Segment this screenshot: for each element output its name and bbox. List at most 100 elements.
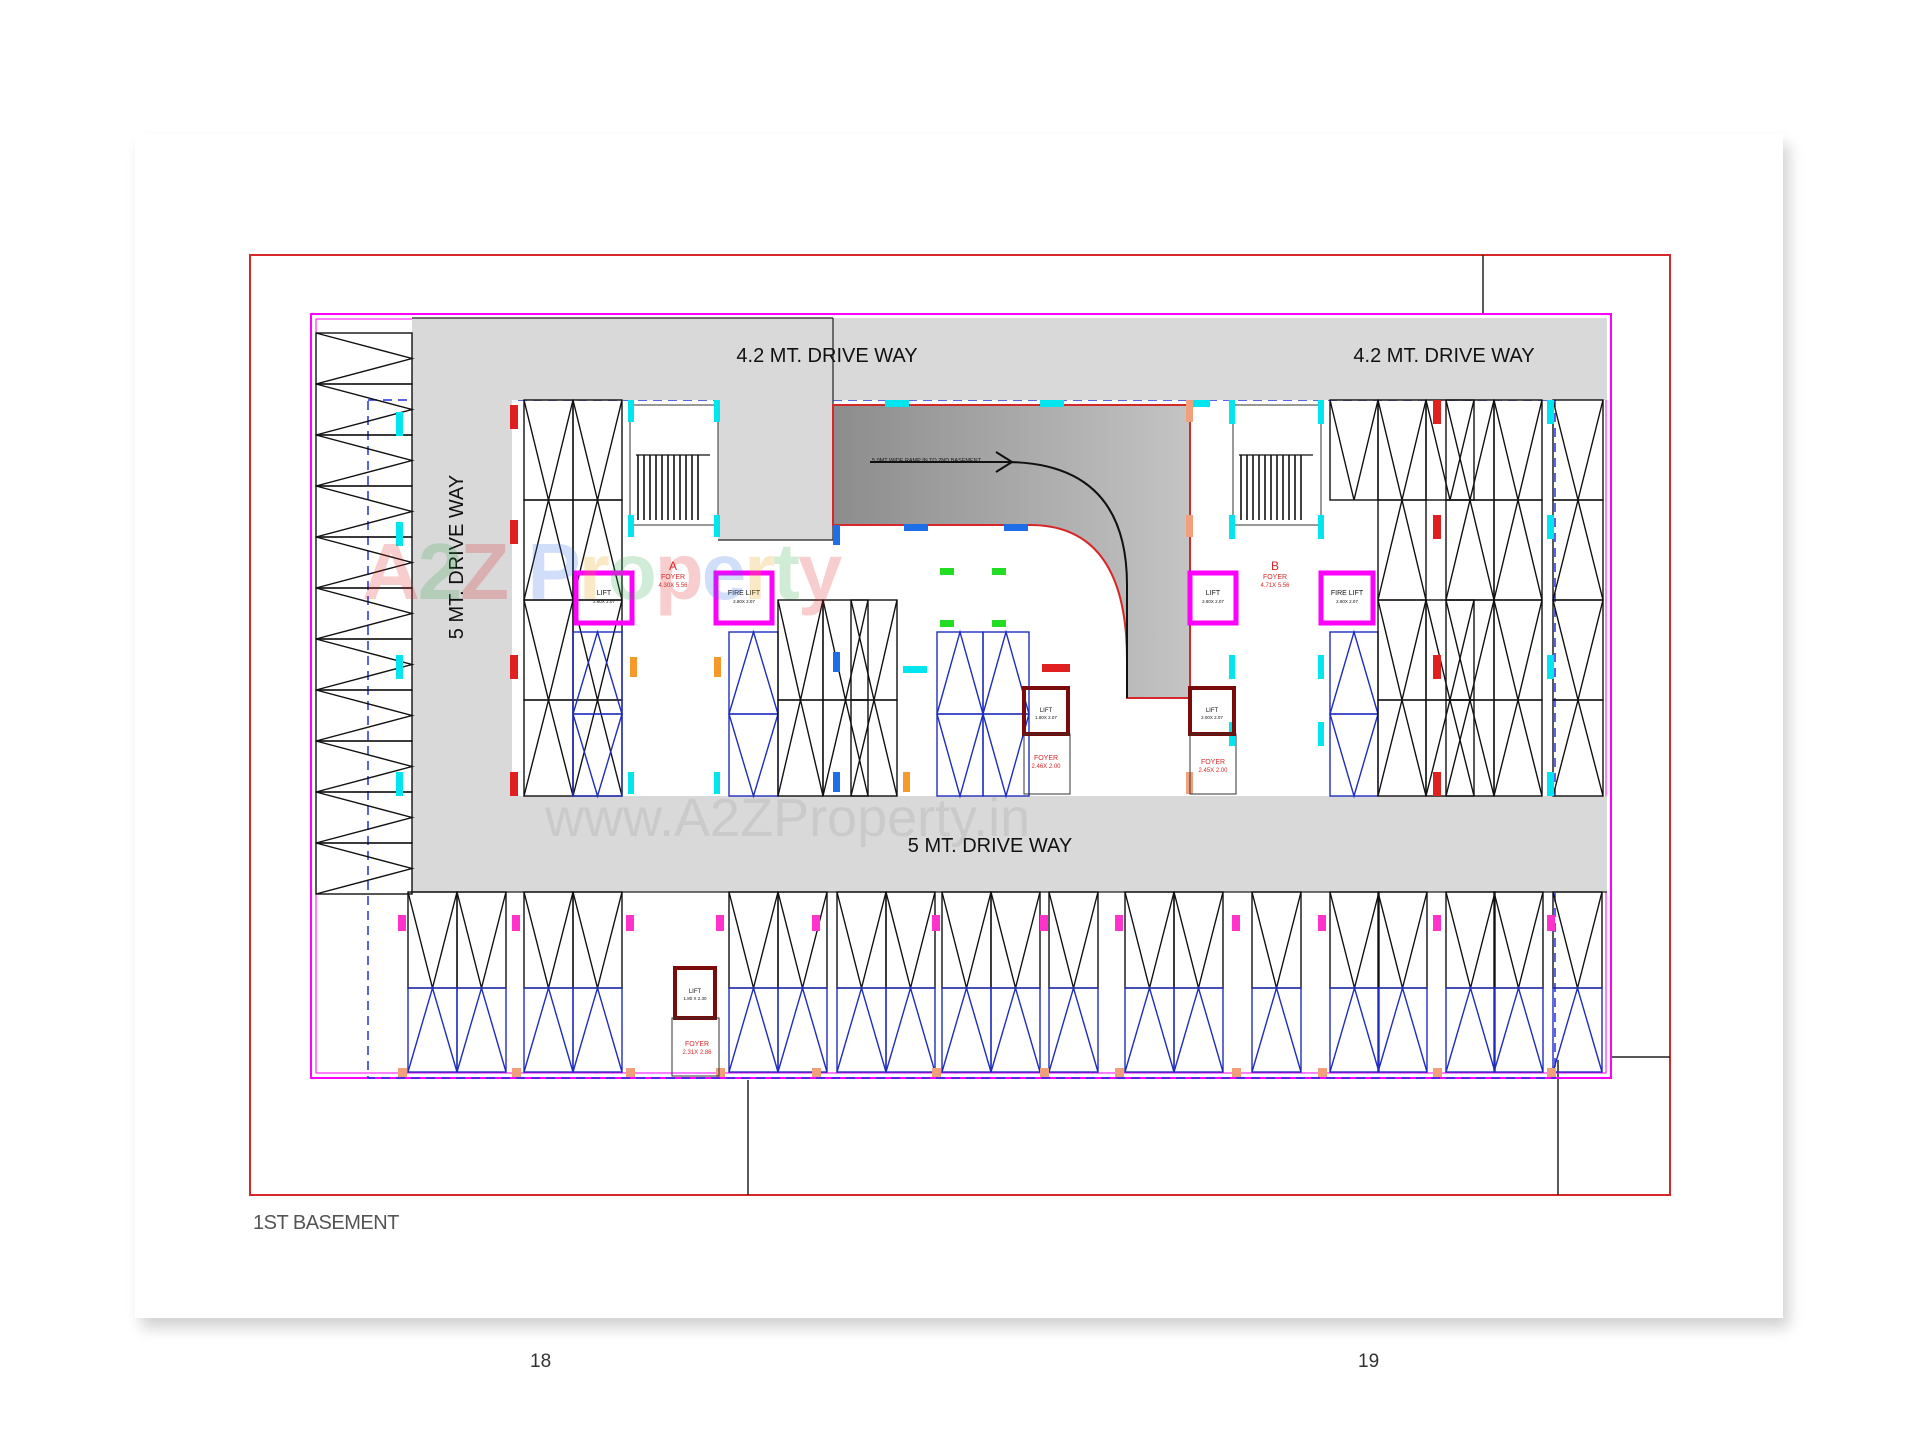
staircase-b — [1232, 404, 1322, 526]
parking-stall-mark — [572, 499, 623, 601]
parking-stall — [1377, 987, 1428, 1073]
column-marker — [1433, 400, 1441, 424]
parking-stall — [315, 434, 413, 487]
column-marker — [1547, 915, 1555, 931]
parking-stall-mark — [572, 713, 623, 799]
parking-stall-mark — [885, 891, 936, 989]
parking-stall — [885, 891, 936, 989]
parking-stall-mark — [936, 713, 984, 799]
parking-stall — [1329, 399, 1379, 501]
parking-stall-mark — [728, 713, 779, 799]
parking-stall-mark — [523, 985, 574, 1073]
parking-stall-mark — [1552, 697, 1604, 797]
column-marker — [512, 915, 520, 931]
wing-a-foyer: FOYER — [661, 574, 685, 581]
parking-stall-mark — [1552, 891, 1603, 989]
page-number-right: 19 — [1358, 1351, 1380, 1372]
parking-stall — [836, 987, 887, 1073]
parking-stall-mark — [1445, 891, 1496, 989]
parking-stall-mark — [1445, 699, 1495, 797]
parking-stall-mark — [1251, 985, 1302, 1073]
page-number-left: 18 — [530, 1351, 552, 1372]
parking-stall — [1329, 631, 1379, 715]
driveway-top-left-label: 4.2 MT. DRIVE WAY — [736, 345, 917, 367]
column-marker — [716, 1068, 725, 1077]
parking-stall — [1552, 891, 1603, 989]
parking-stall — [1552, 499, 1604, 601]
parking-stall-mark — [1493, 985, 1544, 1073]
parking-stall-mark — [982, 713, 1030, 799]
column-marker — [1433, 655, 1441, 679]
parking-stall — [1329, 987, 1380, 1073]
parking-stall-mark — [1329, 985, 1380, 1073]
parking-stall-mark — [1493, 891, 1544, 989]
parking-stall-mark — [572, 699, 623, 797]
fire-lift-a — [713, 570, 775, 626]
wing-b-letter: B — [1271, 559, 1279, 573]
parking-stall-mark — [315, 638, 415, 691]
column-marker — [510, 520, 518, 544]
parking-stall — [728, 891, 779, 989]
column-marker — [1004, 524, 1028, 531]
small-foyer-1-label: FOYER — [1034, 755, 1058, 762]
bottom-lift-size: 1.80 X 2.30 — [683, 996, 707, 1001]
parking-stall-mark — [728, 985, 779, 1073]
parking-stall — [1048, 987, 1099, 1073]
parking-stall-mark — [1048, 891, 1099, 989]
parking-stall — [1493, 891, 1544, 989]
small-foyer-1-size: 2.46X 2.00 — [1031, 764, 1061, 770]
parking-stall-mark — [315, 791, 415, 844]
column-marker — [1547, 772, 1554, 796]
fire-lift-b — [1318, 570, 1376, 626]
column-marker — [1229, 400, 1235, 424]
column-marker — [1229, 655, 1235, 679]
parking-stall — [572, 713, 623, 797]
watermark-letter: y — [797, 527, 842, 616]
watermark-letter: p — [654, 527, 704, 616]
basement-outline — [310, 313, 1612, 1079]
column-marker — [833, 525, 840, 545]
parking-stall-mark — [523, 399, 574, 501]
column-marker — [1040, 915, 1048, 931]
parking-stall-mark — [1329, 713, 1379, 799]
column-marker — [1433, 515, 1441, 539]
watermark-letter: o — [607, 527, 657, 616]
structural-columns — [396, 400, 1556, 1077]
lift-b-size: 2.80X 2.07 — [1202, 599, 1224, 604]
drawing-title: 1ST BASEMENT — [253, 1212, 399, 1234]
bottom-lift-label: LIFT — [689, 989, 702, 995]
column-marker — [1318, 655, 1324, 679]
parking-stall-mark — [728, 629, 779, 715]
column-marker — [833, 772, 840, 792]
parking-stall-mark — [1493, 499, 1543, 601]
small-lift-1-label: LIFT — [1040, 708, 1053, 714]
lift-a-size: 2.80X 2.07 — [593, 599, 615, 604]
parking-stall-mark — [1377, 699, 1427, 797]
parking-stall-mark — [315, 689, 415, 742]
parking-stall — [850, 599, 898, 701]
parking-stall — [936, 713, 984, 797]
watermark-letter: A — [362, 527, 420, 616]
parking-stall-mark — [1377, 499, 1427, 601]
parking-stalls — [315, 332, 1604, 1073]
column-marker — [903, 666, 927, 673]
parking-stall — [850, 699, 898, 797]
column-marker — [628, 400, 634, 422]
parking-stall — [941, 987, 992, 1073]
parking-stall — [1124, 987, 1175, 1073]
parking-stall — [456, 891, 507, 989]
parking-stall-mark — [1048, 985, 1099, 1073]
parking-stall-mark — [1124, 891, 1175, 989]
parking-stall — [1124, 891, 1175, 989]
column-marker — [1318, 722, 1324, 746]
column-marker — [1433, 915, 1441, 931]
column-marker — [1040, 400, 1064, 407]
column-marker — [833, 652, 840, 672]
parking-stall-mark — [936, 629, 984, 715]
column-marker — [1318, 1068, 1327, 1077]
column-marker — [992, 620, 1006, 627]
column-marker — [398, 915, 406, 931]
parking-stall — [1493, 699, 1543, 797]
parking-stall — [728, 987, 779, 1073]
